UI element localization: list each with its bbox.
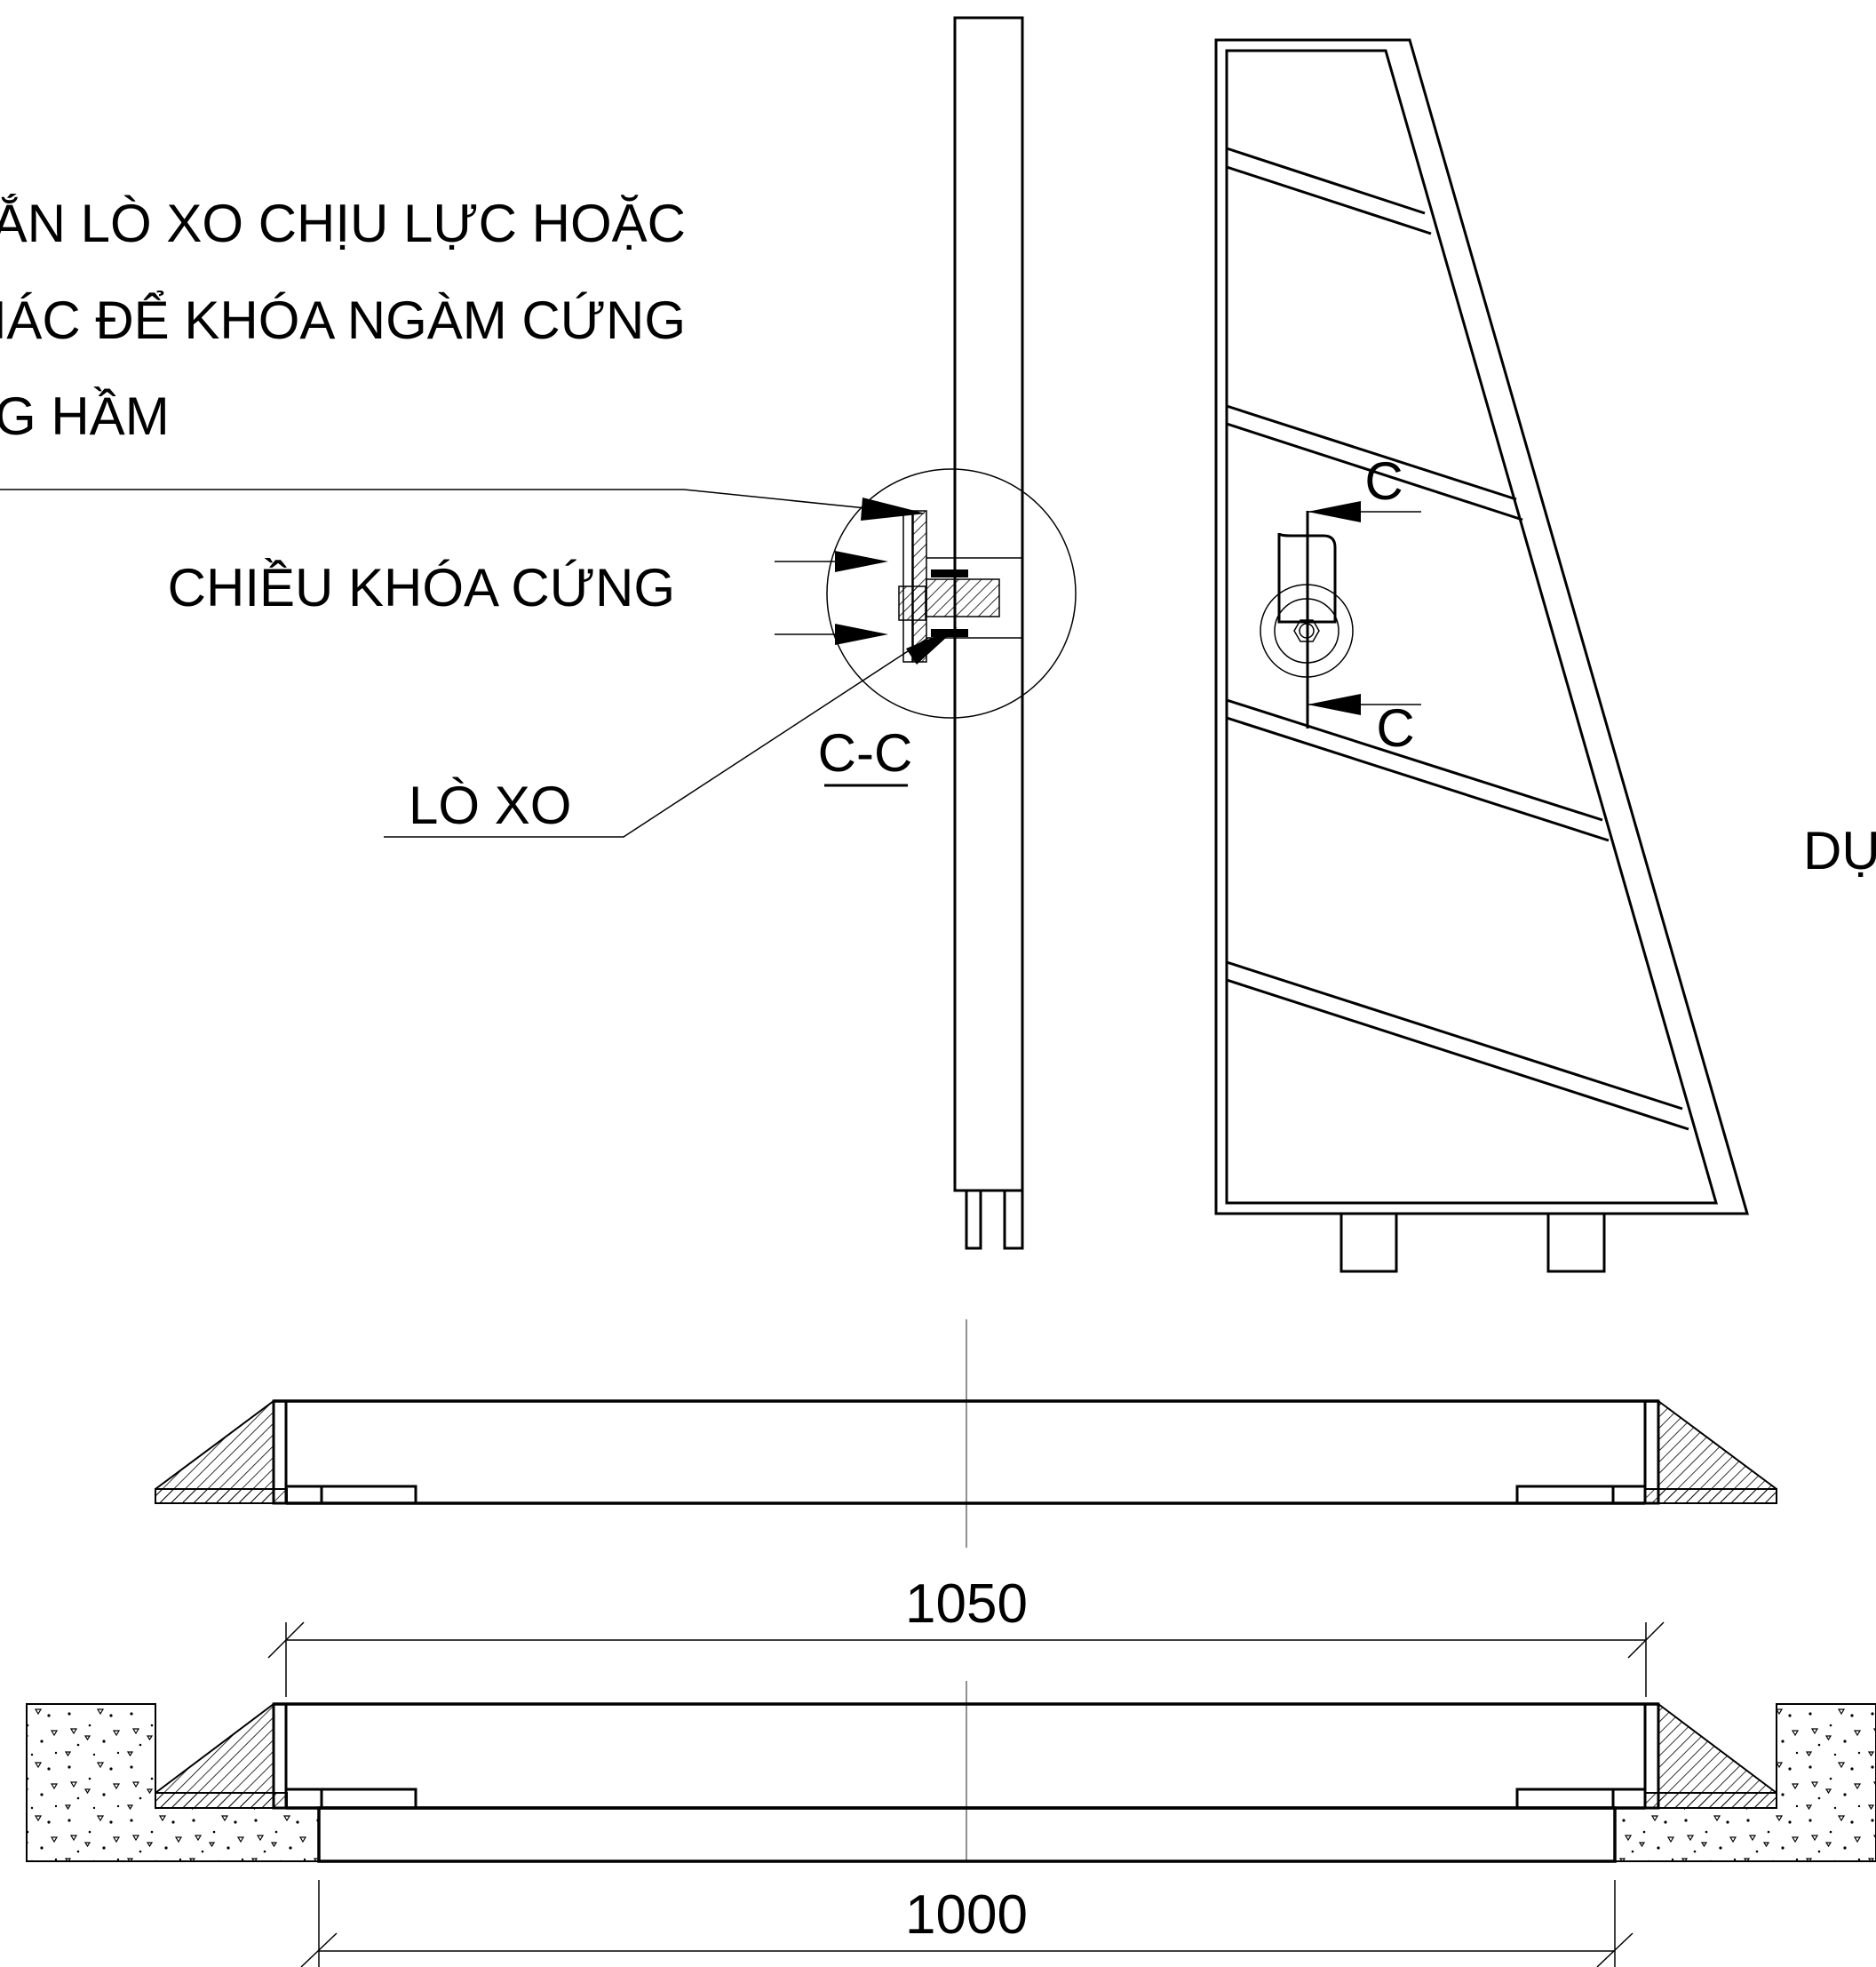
trapezoid-plate-front-view bbox=[1214, 38, 1749, 1273]
cut-label-top: C bbox=[1364, 451, 1403, 511]
note-leader-arrow bbox=[861, 498, 926, 521]
spring-leader-line bbox=[384, 637, 929, 838]
spring-label: LÒ XO bbox=[409, 776, 571, 835]
installed-section-view bbox=[26, 1701, 1876, 1863]
section-label: C-C bbox=[818, 723, 913, 783]
note-line-3: G HẦM bbox=[0, 386, 170, 446]
spring-leader-arrow bbox=[906, 627, 958, 665]
right-edge-label: DỤI bbox=[1803, 821, 1876, 880]
detail-circle bbox=[826, 468, 1077, 719]
dimension-1000-label: 1000 bbox=[905, 1884, 1028, 1946]
note-line-2: KHÁC ĐỂ KHÓA NGÀM CỨNG bbox=[0, 291, 686, 350]
note-leader-line bbox=[0, 489, 867, 509]
cut-label-bottom: C bbox=[1376, 698, 1414, 758]
note-line-1: GẮN LÒ XO CHỊU LỰC HOẶC bbox=[0, 194, 686, 253]
lock-direction-label: CHIỀU KHÓA CỨNG bbox=[168, 558, 675, 617]
dimension-1050-label: 1050 bbox=[905, 1573, 1028, 1635]
section-cut-markers bbox=[1306, 501, 1421, 729]
lock-direction-arrows bbox=[775, 551, 888, 645]
dimension-1050-line bbox=[267, 1621, 1665, 1697]
frame-plan-view-upper bbox=[155, 1399, 1777, 1505]
dimension-1000-line bbox=[300, 1880, 1634, 1967]
